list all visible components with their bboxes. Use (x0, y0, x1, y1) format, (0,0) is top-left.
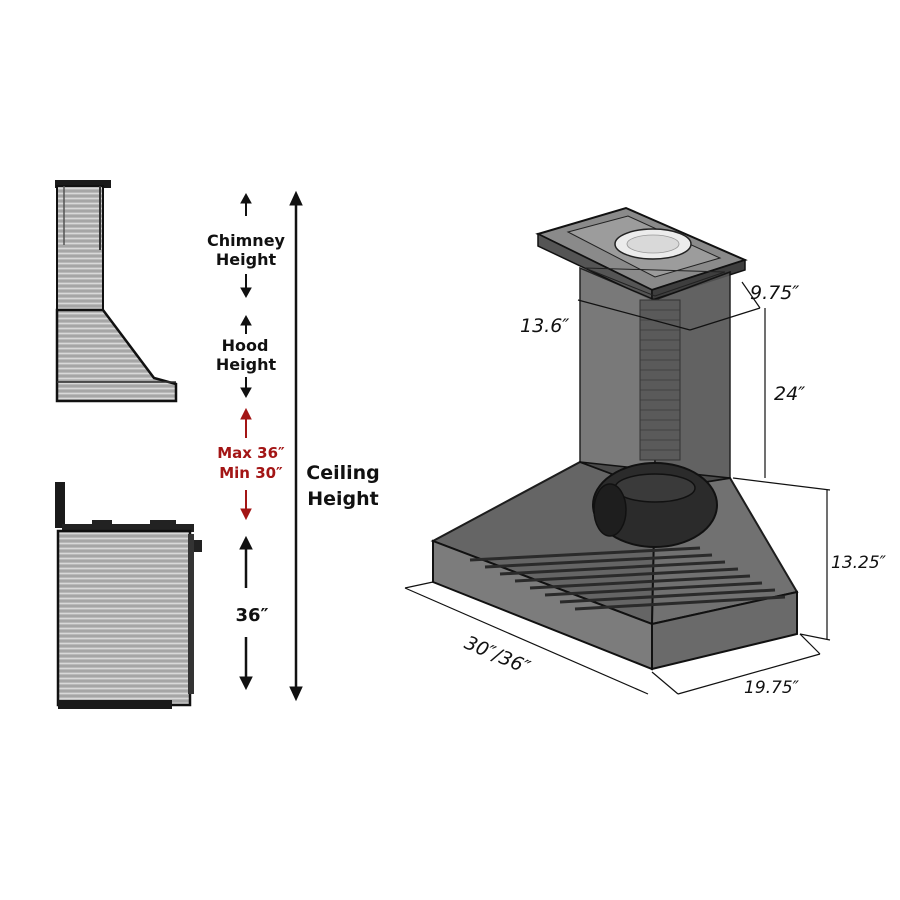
hood-height-label-1: Hood (222, 336, 269, 355)
chimney-height-label-1: Chimney (207, 231, 286, 250)
ceiling-height-arrow (289, 190, 303, 702)
chimney-height-label-2: Height (216, 250, 277, 269)
min-clearance-label: Min 30″ (219, 464, 283, 482)
hood-body (430, 460, 799, 671)
clearance-arrow (240, 407, 252, 521)
hood-height-label-2: Height (216, 355, 277, 374)
hood-height-arrow (240, 314, 252, 399)
hood-3d-view: 9.75″ 13.6″ 24″ 13.25″ 30″/36″ 19.75″ (404, 206, 887, 698)
hood-height-dim-label: 13.25″ (831, 553, 887, 573)
hood-depth-label: 19.75″ (744, 678, 800, 698)
dimension-lines (404, 281, 831, 695)
chimney-side-view (55, 180, 111, 311)
chimney-depth-label: 13.6″ (520, 315, 569, 337)
side-labels: Chimney Height Hood Height Max 36″ Min 3… (207, 231, 380, 626)
hood-side-view (55, 308, 178, 403)
chimney-height-arrow (240, 192, 252, 299)
ceiling-height-label-1: Ceiling (306, 462, 380, 484)
clearance-annotations (239, 190, 303, 702)
chimney-width-label: 9.75″ (750, 282, 799, 304)
chimney-body (579, 266, 731, 492)
counter-height-arrow (239, 535, 253, 691)
chimney-top-cap (535, 206, 748, 302)
baffle-filters (469, 546, 786, 611)
counter-height-label: 36″ (235, 605, 268, 626)
max-clearance-label: Max 36″ (217, 444, 285, 462)
ceiling-height-label-2: Height (307, 488, 379, 510)
range-side-view (55, 482, 202, 709)
side-elevation (55, 180, 202, 709)
chimney-height-dim-label: 24″ (774, 383, 805, 405)
